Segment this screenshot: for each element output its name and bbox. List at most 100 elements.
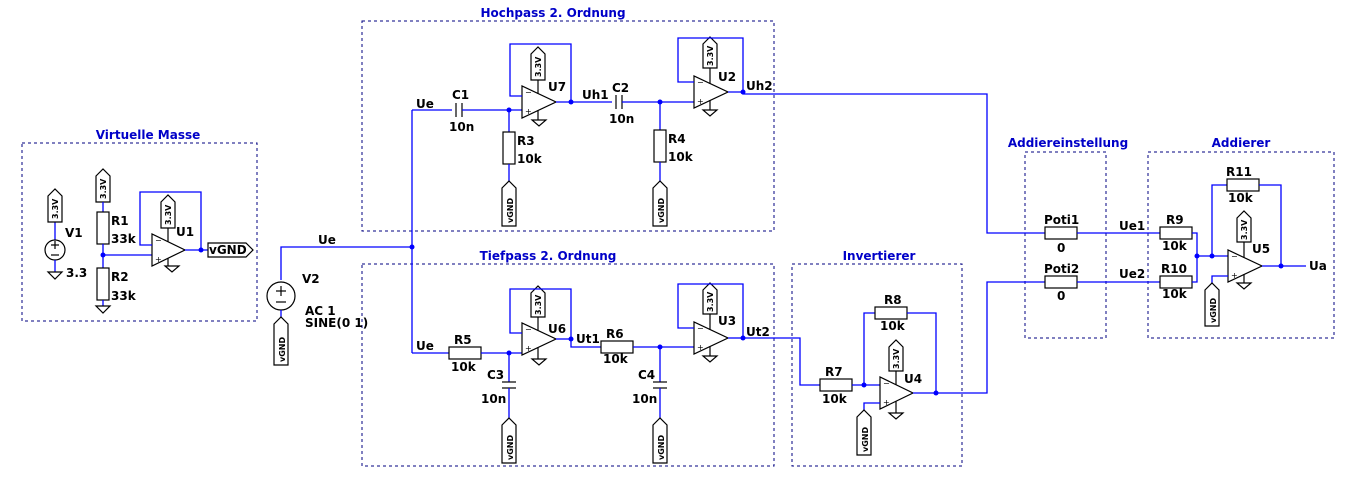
svg-text:vGND: vGND — [506, 198, 515, 223]
c3-gnd-flag: vGND — [501, 417, 517, 464]
svg-text:3.3V: 3.3V — [534, 56, 543, 77]
net-uh1: Uh1 — [582, 88, 609, 102]
c2-capacitor — [615, 95, 694, 109]
svg-text:3.3V: 3.3V — [99, 178, 108, 199]
v1-source — [44, 222, 66, 280]
svg-text:vGND: vGND — [1209, 298, 1218, 323]
block-title-highpass: Hochpass 2. Ordnung — [480, 6, 625, 20]
u3-label: U3 — [718, 314, 736, 328]
r3-value: 10k — [517, 152, 543, 166]
svg-text:3.3V: 3.3V — [534, 294, 543, 315]
r11-label: R11 — [1226, 165, 1252, 179]
svg-text:3.3V: 3.3V — [164, 204, 173, 225]
u6-label: U6 — [548, 322, 566, 336]
block-virtual-ground — [21, 142, 258, 322]
svg-text:vGND: vGND — [861, 427, 870, 452]
u5-supply-flag: 3.3V — [1236, 210, 1252, 243]
svg-text:−: − — [155, 236, 162, 245]
r7-label: R7 — [825, 365, 843, 379]
r3-resistor — [502, 110, 516, 182]
u4-supply-flag: 3.3V — [888, 339, 904, 372]
r5-resistor — [448, 346, 522, 360]
u1-supply-flag: 3.3V — [160, 194, 176, 229]
net-ue2: Ue2 — [1119, 267, 1145, 281]
u1-opamp: −+ — [151, 228, 187, 267]
block-highpass — [361, 20, 775, 232]
poti2-label: Poti2 — [1044, 262, 1079, 276]
r4-label: R4 — [668, 132, 686, 146]
block-inverter — [791, 263, 963, 467]
r1-value: 33k — [111, 232, 137, 246]
u2-opamp: −+ — [693, 68, 730, 110]
svg-text:−: − — [697, 324, 704, 333]
r6-resistor — [600, 340, 694, 354]
svg-text:+: + — [697, 97, 704, 106]
svg-text:−: − — [1231, 252, 1238, 261]
r10-value: 10k — [1162, 287, 1188, 301]
svg-text:3.3V: 3.3V — [1240, 219, 1249, 240]
c2-value: 10n — [609, 112, 634, 126]
svg-text:3.3V: 3.3V — [706, 291, 715, 312]
v1-label: V1 — [65, 226, 83, 240]
u1-label: U1 — [176, 225, 194, 239]
svg-text:3.3V: 3.3V — [892, 348, 901, 369]
svg-text:3.3V: 3.3V — [706, 45, 715, 66]
net-ue-hp: Ue — [416, 97, 434, 111]
r8-label: R8 — [884, 293, 902, 307]
net-ut2: Ut2 — [746, 325, 770, 339]
r5-label: R5 — [454, 333, 472, 347]
u5-gnd-flag: vGND — [1204, 282, 1220, 327]
block-title-adder: Addierer — [1212, 136, 1271, 150]
r11-value: 10k — [1228, 191, 1254, 205]
u7-label: U7 — [548, 80, 566, 94]
v2-source — [266, 281, 296, 318]
svg-text:−: − — [525, 88, 532, 97]
c3-capacitor — [502, 353, 516, 418]
svg-text:vGND: vGND — [657, 198, 666, 223]
net-ue-main: Ue — [318, 233, 336, 247]
r8-value: 10k — [880, 319, 906, 333]
u5-label: U5 — [1252, 242, 1270, 256]
svg-text:vGND: vGND — [657, 435, 666, 460]
r9-label: R9 — [1166, 213, 1184, 227]
net-ut1: Ut1 — [576, 332, 600, 346]
c3-label: C3 — [487, 368, 504, 382]
block-adjust — [1024, 151, 1107, 339]
u3-opamp: −+ — [693, 314, 730, 356]
svg-text:3.3V: 3.3V — [51, 198, 60, 219]
r1-resistor — [96, 202, 110, 268]
r10-resistor — [1159, 256, 1198, 289]
vgnd-output-flag: vGND — [207, 242, 254, 258]
r7-resistor — [819, 378, 880, 392]
v2-label: V2 — [302, 272, 320, 286]
net-ue1: Ue1 — [1119, 219, 1145, 233]
svg-text:vGND: vGND — [278, 337, 287, 362]
svg-text:vGND: vGND — [209, 243, 247, 257]
v2-value-sine: SINE(0 1) — [305, 316, 368, 330]
block-adder — [1147, 151, 1335, 339]
r4-value: 10k — [668, 150, 694, 164]
block-title-inverter: Invertierer — [843, 249, 916, 263]
svg-text:vGND: vGND — [506, 435, 515, 460]
r6-label: R6 — [606, 327, 624, 341]
block-title-lowpass: Tiefpass 2. Ordnung — [480, 249, 617, 263]
u6-opamp: −+ — [521, 317, 558, 359]
r3-label: R3 — [517, 134, 535, 148]
r11-resistor — [1226, 178, 1282, 266]
v1-supply-flag: 3.3V — [47, 188, 63, 223]
svg-text:+: + — [883, 398, 890, 407]
net-ue-lp: Ue — [416, 339, 434, 353]
poti1-label: Poti1 — [1044, 213, 1079, 227]
r9-value: 10k — [1162, 239, 1188, 253]
u2-label: U2 — [718, 70, 736, 84]
r1-supply-flag: 3.3V — [95, 168, 111, 203]
svg-text:+: + — [525, 344, 532, 353]
poti2-value: 0 — [1057, 289, 1065, 303]
r4-resistor — [653, 102, 667, 182]
u5-opamp: −+ — [1227, 242, 1264, 283]
r4-gnd-flag: vGND — [652, 180, 668, 227]
block-title-adjust: Addiereinstellung — [1008, 136, 1128, 150]
r2-resistor — [94, 267, 112, 314]
c2-label: C2 — [612, 81, 629, 95]
